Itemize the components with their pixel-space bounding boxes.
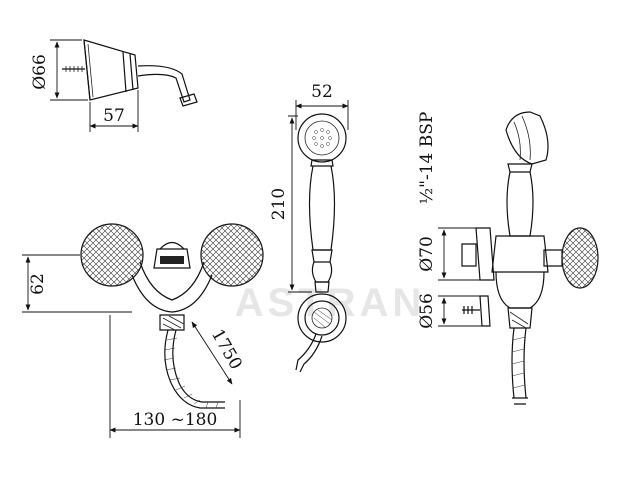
- dim-head-52: 52: [311, 82, 333, 102]
- hand-shower-view: [288, 100, 349, 373]
- mixer-side-view: [438, 111, 599, 405]
- dim-length-210: 210: [269, 188, 289, 220]
- dim-diameter-56: Ø56: [417, 293, 437, 329]
- dim-thread-bsp: ½"-14 BSP: [417, 112, 437, 205]
- dim-height-62: 62: [28, 273, 48, 295]
- dim-centers-130-180: 130 ~180: [133, 410, 218, 430]
- wall-bracket-view: [50, 39, 198, 132]
- dim-diameter-70: Ø70: [417, 236, 437, 272]
- mixer-front-view: [22, 223, 264, 438]
- dim-hose-1750: 1750: [207, 326, 246, 373]
- dim-width-57: 57: [103, 106, 125, 126]
- dim-diameter-66: Ø66: [30, 54, 50, 90]
